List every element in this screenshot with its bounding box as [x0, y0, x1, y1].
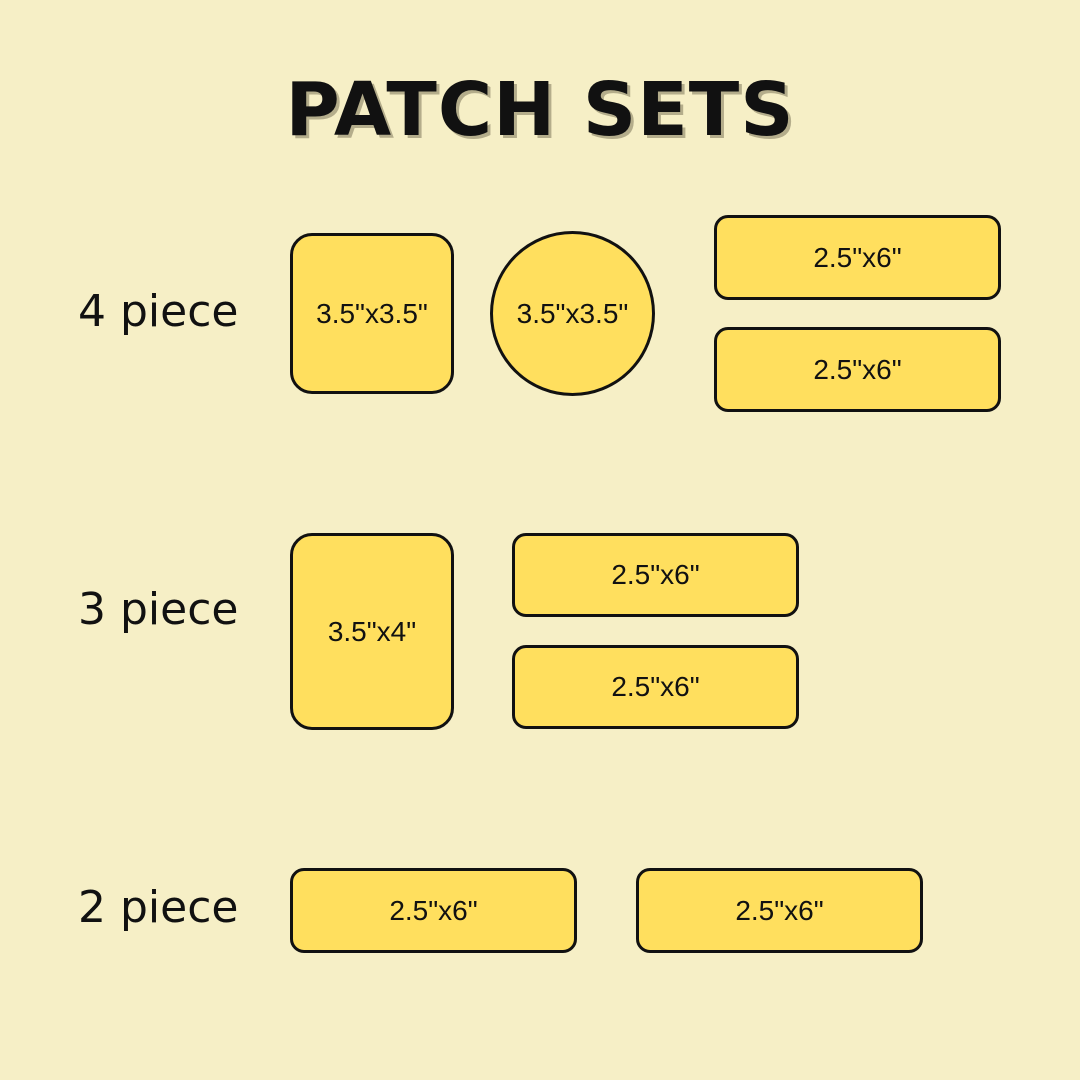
patch-rectangle-2.5x6: 2.5"x6": [290, 868, 577, 953]
patch-tall-3.5x4: 3.5"x4": [290, 533, 454, 730]
patch-rectangle-2.5x6: 2.5"x6": [512, 533, 799, 617]
set-label-3-piece: 3 piece: [78, 584, 239, 635]
patch-rectangle-2.5x6: 2.5"x6": [512, 645, 799, 729]
patch-rectangle-2.5x6: 2.5"x6": [714, 215, 1001, 300]
page-title: PATCH SETS: [285, 67, 795, 153]
patch-circle-3.5x3.5: 3.5"x3.5": [490, 231, 655, 396]
patch-rectangle-2.5x6: 2.5"x6": [714, 327, 1001, 412]
patch-square-3.5x3.5: 3.5"x3.5": [290, 233, 454, 394]
set-label-4-piece: 4 piece: [78, 286, 239, 337]
set-label-2-piece: 2 piece: [78, 882, 239, 933]
patch-rectangle-2.5x6: 2.5"x6": [636, 868, 923, 953]
